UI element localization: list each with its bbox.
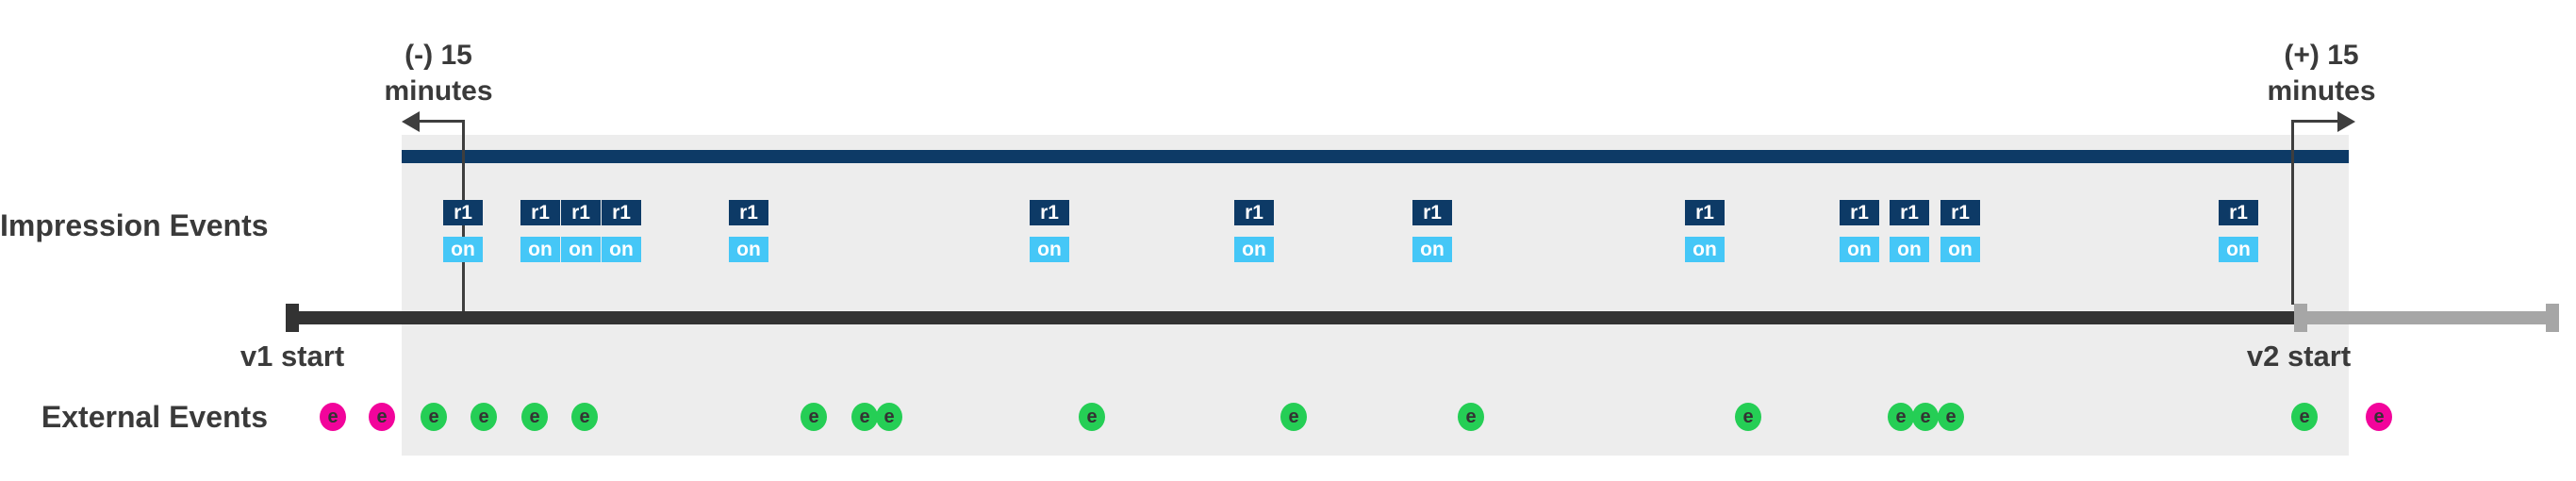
recipe-badge: r1 bbox=[2219, 200, 2258, 225]
recipe-badge: r1 bbox=[520, 200, 560, 225]
right-arrow-line bbox=[2291, 120, 2337, 123]
on-status-badge: on bbox=[1840, 237, 1879, 262]
impression-event-8: r1 on bbox=[1412, 200, 1452, 262]
external-event-dot-green: e bbox=[851, 403, 878, 431]
impression-event-5: r1 on bbox=[729, 200, 768, 262]
v2-timeline-bar bbox=[2307, 311, 2546, 324]
post-window-unit: minutes bbox=[2267, 75, 2376, 107]
external-event-dot-green: e bbox=[571, 403, 598, 431]
campaign-duration-bar bbox=[402, 150, 2349, 163]
recipe-badge: r1 bbox=[443, 200, 483, 225]
external-event-dot-green: e bbox=[471, 403, 497, 431]
recipe-badge: r1 bbox=[1412, 200, 1452, 225]
recipe-badge: r1 bbox=[1234, 200, 1274, 225]
post-window-value: (+) 15 bbox=[2284, 40, 2359, 71]
impression-event-12: r1 on bbox=[1940, 200, 1980, 262]
impression-event-11: r1 on bbox=[1890, 200, 1929, 262]
recipe-badge: r1 bbox=[729, 200, 768, 225]
impression-event-13: r1 on bbox=[2219, 200, 2258, 262]
external-event-dot-green: e bbox=[1280, 403, 1307, 431]
recipe-badge: r1 bbox=[1940, 200, 1980, 225]
external-event-dot-green: e bbox=[1938, 403, 1964, 431]
on-status-badge: on bbox=[1234, 237, 1274, 262]
external-event-dot-green: e bbox=[1735, 403, 1761, 431]
left-arrowhead-icon bbox=[402, 111, 420, 132]
on-status-badge: on bbox=[443, 237, 483, 262]
observation-window-panel bbox=[402, 135, 2349, 456]
recipe-badge: r1 bbox=[602, 200, 641, 225]
v1-timeline-bar bbox=[292, 311, 2294, 324]
impression-event-6: r1 on bbox=[1030, 200, 1069, 262]
v2-start-cap bbox=[2294, 304, 2307, 332]
on-status-badge: on bbox=[602, 237, 641, 262]
on-status-badge: on bbox=[1890, 237, 1929, 262]
impression-event-9: r1 on bbox=[1685, 200, 1725, 262]
external-event-dot-green: e bbox=[1079, 403, 1105, 431]
external-event-dot-green: e bbox=[1888, 403, 1914, 431]
recipe-badge: r1 bbox=[1685, 200, 1725, 225]
right-arrowhead-icon bbox=[2337, 111, 2355, 132]
impression-event-2: r1 on bbox=[520, 200, 560, 262]
left-arrow-line bbox=[418, 120, 463, 123]
external-event-dot-green: e bbox=[421, 403, 447, 431]
impression-event-10: r1 on bbox=[1840, 200, 1879, 262]
external-event-dot-green: e bbox=[1458, 403, 1484, 431]
post-window-label: (+) 15 minutes bbox=[2199, 38, 2444, 109]
impression-event-7: r1 on bbox=[1234, 200, 1274, 262]
pre-window-label: (-) 15 minutes bbox=[316, 38, 561, 109]
pre-window-unit: minutes bbox=[384, 75, 493, 107]
external-event-dot-green: e bbox=[1912, 403, 1939, 431]
on-status-badge: on bbox=[1685, 237, 1725, 262]
impression-event-3: r1 on bbox=[561, 200, 601, 262]
v2-start-label: v2 start bbox=[2246, 340, 2352, 373]
pre-window-value: (-) 15 bbox=[405, 40, 472, 71]
external-event-dot-green: e bbox=[801, 403, 827, 431]
on-status-badge: on bbox=[1030, 237, 1069, 262]
on-status-badge: on bbox=[1412, 237, 1452, 262]
external-events-row-label: External Events bbox=[41, 400, 268, 434]
external-event-dot-pink: e bbox=[320, 403, 346, 431]
recipe-badge: r1 bbox=[1030, 200, 1069, 225]
on-status-badge: on bbox=[729, 237, 768, 262]
on-status-badge: on bbox=[520, 237, 560, 262]
impression-event-4: r1 on bbox=[602, 200, 641, 262]
right-marker-line bbox=[2291, 120, 2294, 305]
on-status-badge: on bbox=[1940, 237, 1980, 262]
external-event-dot-green: e bbox=[2291, 403, 2318, 431]
on-status-badge: on bbox=[561, 237, 601, 262]
impression-events-row-label: Impression Events bbox=[0, 208, 269, 242]
external-event-dot-green: e bbox=[876, 403, 902, 431]
external-event-dot-pink: e bbox=[2366, 403, 2392, 431]
external-event-dot-green: e bbox=[521, 403, 548, 431]
recipe-badge: r1 bbox=[1890, 200, 1929, 225]
recipe-badge: r1 bbox=[561, 200, 601, 225]
v2-end-cap bbox=[2546, 304, 2559, 332]
recipe-badge: r1 bbox=[1840, 200, 1879, 225]
impression-event-1: r1 on bbox=[443, 200, 483, 262]
v1-start-label: v1 start bbox=[239, 340, 345, 373]
on-status-badge: on bbox=[2219, 237, 2258, 262]
external-event-dot-pink: e bbox=[369, 403, 395, 431]
